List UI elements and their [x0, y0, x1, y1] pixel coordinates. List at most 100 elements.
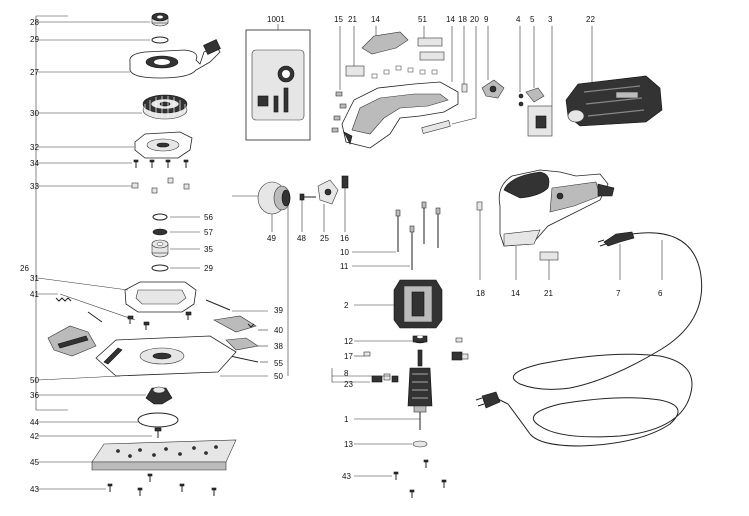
label-41: 41 — [30, 290, 39, 299]
label-28: 28 — [30, 18, 39, 27]
part-29b-ring — [151, 264, 169, 272]
part-small-connectors — [451, 337, 469, 361]
part-31-frame — [124, 281, 197, 313]
label-21a: 21 — [348, 15, 357, 24]
part-33-small-parts — [131, 177, 190, 194]
part-55-bar — [229, 355, 259, 363]
part-39-pin — [205, 299, 231, 311]
label-49: 49 — [267, 234, 276, 243]
label-13: 13 — [344, 440, 353, 449]
label-44: 44 — [30, 418, 39, 427]
label-50a: 50 — [30, 376, 39, 385]
label-29: 29 — [30, 35, 39, 44]
label-15: 15 — [334, 15, 343, 24]
label-6: 6 — [658, 289, 663, 298]
part-32-bearing-plate — [134, 131, 193, 159]
label-39: 39 — [274, 306, 283, 315]
part-9-switch — [481, 79, 505, 99]
label-35: 35 — [204, 245, 213, 254]
part-45-sanding-pad — [91, 439, 237, 471]
label-1: 1 — [344, 415, 349, 424]
part-6-power-cable — [475, 232, 703, 447]
label-45: 45 — [30, 458, 39, 467]
label-22: 22 — [586, 15, 595, 24]
part-57-washer — [152, 228, 168, 236]
label-26: 26 — [20, 264, 29, 273]
part-2-stator — [393, 279, 443, 329]
part-21-label — [345, 65, 365, 77]
part-36-knob — [145, 386, 173, 405]
label-14c: 14 — [511, 289, 520, 298]
part-18-small — [461, 83, 468, 93]
label-2: 2 — [344, 301, 349, 310]
label-4: 4 — [516, 15, 521, 24]
label-7: 7 — [616, 289, 621, 298]
label-5: 5 — [530, 15, 535, 24]
part-clamp-left — [47, 325, 97, 357]
part-20-strip — [421, 120, 451, 134]
part-40-clamp — [213, 315, 257, 333]
label-14b: 14 — [446, 15, 455, 24]
assembled-sander — [498, 169, 615, 247]
part-22-cover — [565, 75, 663, 127]
part-8-23-terminals — [371, 373, 399, 383]
label-40: 40 — [274, 326, 283, 335]
label-10: 10 — [340, 248, 349, 257]
label-31: 31 — [30, 274, 39, 283]
part-56-ring — [152, 213, 168, 221]
part-16 — [341, 175, 349, 189]
part-41-spring — [55, 297, 103, 323]
part-5 — [525, 87, 545, 103]
part-4-screws — [518, 93, 524, 107]
label-36: 36 — [30, 391, 39, 400]
part-34-screws — [133, 159, 189, 168]
label-12: 12 — [344, 337, 353, 346]
part-49-knob — [257, 181, 291, 215]
part-28-nut — [151, 12, 169, 27]
part-1-armature — [407, 349, 433, 430]
label-25: 25 — [320, 234, 329, 243]
label-33: 33 — [30, 182, 39, 191]
label-32: 32 — [30, 143, 39, 152]
part-25-clip — [317, 179, 339, 205]
label-34: 34 — [30, 159, 39, 168]
part-42-screw — [154, 427, 162, 438]
part-48-screw — [299, 193, 316, 201]
label-48: 48 — [297, 234, 306, 243]
label-11: 11 — [340, 262, 349, 271]
part-51-labels — [417, 37, 445, 61]
part-35-bearing — [151, 239, 169, 258]
label-21b: 21 — [544, 289, 553, 298]
part-7-cord-protector — [597, 231, 635, 247]
label-42: 42 — [30, 432, 39, 441]
part-43-screws-left — [107, 473, 217, 496]
label-1001: 1001 — [267, 15, 285, 24]
part-43-screws-middle — [393, 459, 447, 498]
part-10-11-brushes — [395, 201, 441, 270]
label-23: 23 — [344, 380, 353, 389]
label-17: 17 — [344, 352, 353, 361]
label-8: 8 — [344, 369, 349, 378]
label-55: 55 — [274, 359, 283, 368]
part-29-ring — [151, 36, 169, 44]
part-27-dust-housing — [129, 39, 221, 79]
label-14a: 14 — [371, 15, 380, 24]
part-12-bearing — [412, 335, 428, 344]
label-51: 51 — [418, 15, 427, 24]
label-30: 30 — [30, 109, 39, 118]
label-20: 20 — [470, 15, 479, 24]
label-56: 56 — [204, 213, 213, 222]
part-18b-small — [476, 201, 483, 211]
part-14-top-cap — [361, 31, 409, 55]
label-3: 3 — [548, 15, 553, 24]
label-43a: 43 — [30, 485, 39, 494]
label-18a: 18 — [458, 15, 467, 24]
part-3-module — [527, 105, 553, 137]
label-43b: 43 — [342, 472, 351, 481]
part-frame-screws — [127, 311, 192, 330]
label-57: 57 — [204, 228, 213, 237]
part-50-base-plate — [95, 335, 237, 377]
part-1001-nameplate — [245, 29, 311, 141]
part-30-fan — [142, 94, 188, 120]
